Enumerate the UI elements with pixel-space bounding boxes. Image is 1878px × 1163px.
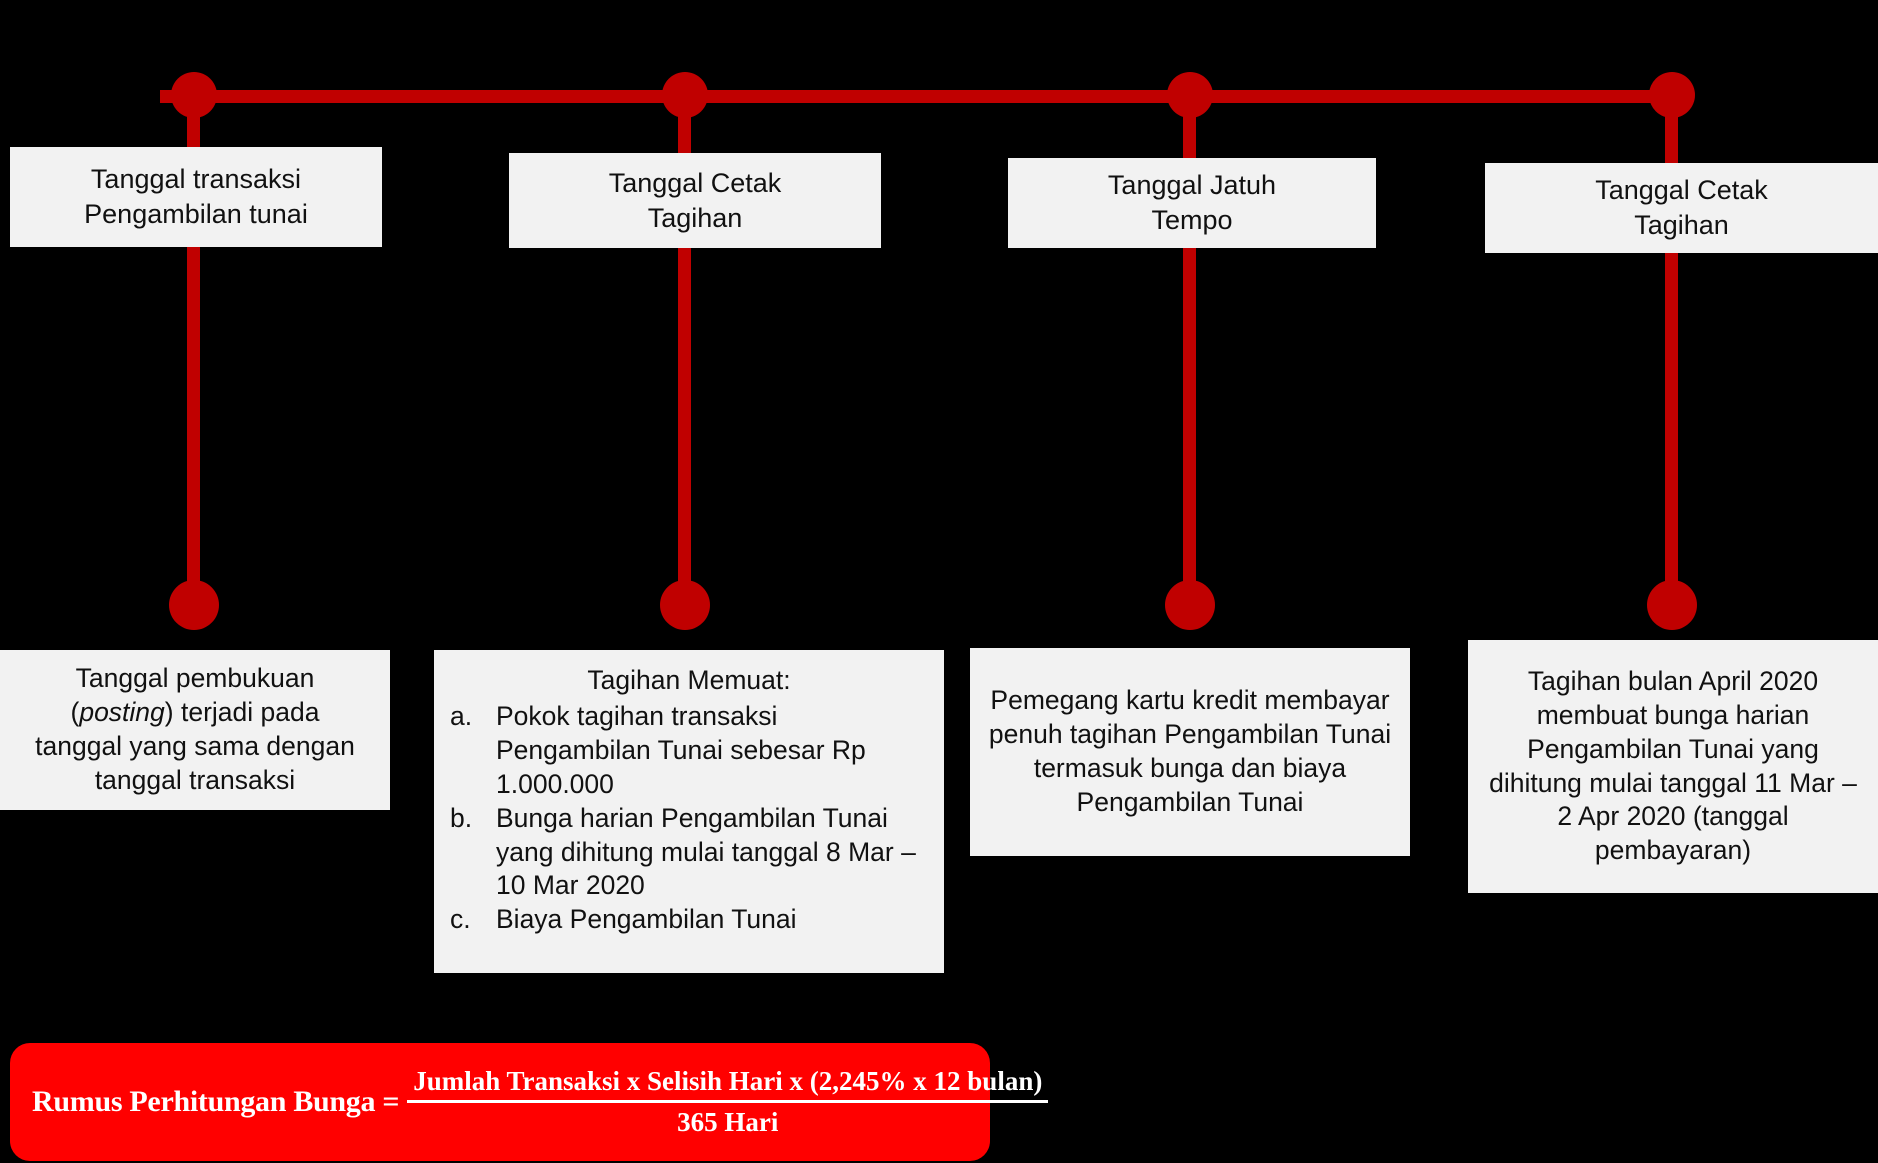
milestone-label-4-line1: Tanggal Cetak — [1595, 175, 1768, 206]
milestone-label-3: Tanggal Jatuh Tempo — [1008, 158, 1376, 248]
milestone-label-2: Tanggal Cetak Tagihan — [509, 153, 881, 248]
list-item: a. Pokok tagihan transaksi Pengambilan T… — [450, 700, 928, 802]
list-text: Biaya Pengambilan Tunai — [496, 904, 797, 935]
milestone-label-4: Tanggal Cetak Tagihan — [1485, 163, 1878, 253]
posting-line-4: tanggal transaksi — [94, 764, 296, 795]
list-item: c. Biaya Pengambilan Tunai — [450, 903, 928, 937]
posting-paren-close: ) terjadi pada — [164, 697, 320, 728]
detail-box-jatuh-tempo: Pemegang kartu kredit membayar penuh tag… — [970, 648, 1410, 856]
timeline-node-lower-2 — [660, 580, 710, 630]
jatuh-tempo-text: Pemegang kartu kredit membayar penuh tag… — [988, 685, 1392, 817]
formula-fraction: Jumlah Transaksi x Selisih Hari x (2,245… — [407, 1065, 1049, 1137]
milestone-label-1: Tanggal transaksi Pengambilan tunai — [10, 147, 382, 247]
timeline-node-lower-3 — [1165, 580, 1215, 630]
timeline-axis — [160, 90, 1672, 103]
milestone-label-4-line2: Tagihan — [1634, 210, 1729, 240]
list-text: Bunga harian Pengambilan Tunai yang dihi… — [496, 802, 916, 901]
list-marker: a. — [450, 700, 473, 731]
detail-box-tagihan-april: Tagihan bulan April 2020 membuat bunga h… — [1468, 640, 1878, 893]
tagihan-april-text: Tagihan bulan April 2020 membuat bunga h… — [1489, 665, 1857, 866]
list-text: Pokok tagihan transaksi Pengambilan Tuna… — [496, 700, 866, 799]
formula-label: Rumus Perhitungan Bunga = — [32, 1085, 400, 1118]
detail-box-tagihan: Tagihan Memuat: a. Pokok tagihan transak… — [434, 650, 944, 973]
milestone-label-2-line1: Tanggal Cetak — [608, 167, 782, 198]
posting-line-3: tanggal yang sama dengan — [35, 731, 355, 761]
milestone-label-3-line2: Tempo — [1151, 205, 1233, 235]
milestone-label-1-line1: Tanggal transaksi — [90, 164, 302, 195]
posting-line-1: Tanggal pembukuan — [75, 663, 315, 694]
list-item: b. Bunga harian Pengambilan Tunai yang d… — [450, 802, 928, 904]
list-marker: b. — [450, 802, 473, 833]
timeline-node-lower-4 — [1647, 580, 1697, 630]
posting-paren-open: ( — [70, 697, 80, 728]
posting-italic-word: posting — [79, 697, 165, 728]
formula-numerator: Jumlah Transaksi x Selisih Hari x (2,245… — [413, 1065, 1043, 1096]
list-marker: c. — [450, 904, 471, 935]
formula-denominator: 365 Hari — [677, 1106, 779, 1137]
milestone-label-3-line1: Tanggal Jatuh — [1107, 170, 1277, 201]
tagihan-list: a. Pokok tagihan transaksi Pengambilan T… — [450, 700, 928, 937]
milestone-label-2-line2: Tagihan — [647, 202, 743, 233]
interest-formula-bar: Rumus Perhitungan Bunga = Jumlah Transak… — [10, 1043, 1049, 1161]
milestone-label-1-line2: Pengambilan tunai — [84, 199, 308, 229]
posting-line-2: (posting) terjadi pada — [35, 696, 355, 730]
formula-fraction-bar — [407, 1099, 1049, 1103]
tagihan-heading: Tagihan Memuat: — [587, 665, 791, 695]
detail-box-posting: Tanggal pembukuan (posting) terjadi pada… — [0, 650, 390, 810]
timeline-node-lower-1 — [169, 580, 219, 630]
